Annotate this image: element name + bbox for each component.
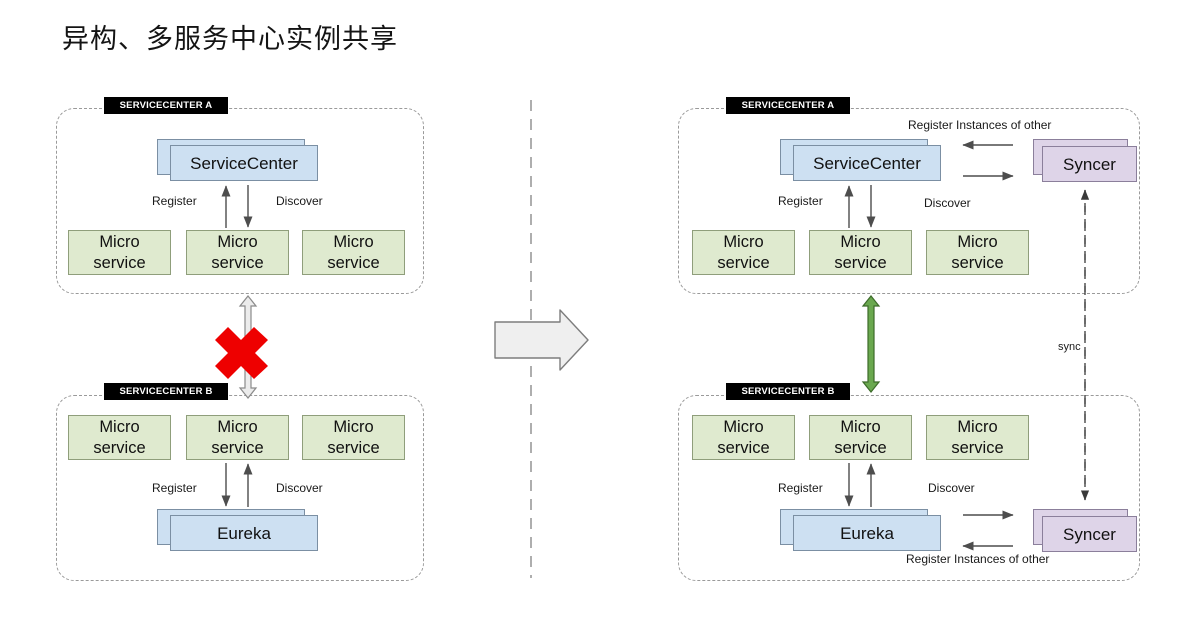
- right-zone-a-discover-label: Discover: [924, 196, 971, 210]
- right-zone-b-syncer-label: Register Instances of other: [906, 552, 1050, 566]
- right-syncer-top-node[interactable]: Syncer: [1042, 146, 1137, 182]
- right-zone-a-microservice-1[interactable]: Micro service: [692, 230, 795, 275]
- right-zone-a-container: [678, 108, 1140, 294]
- right-zone-b-microservice-1[interactable]: Micro service: [692, 415, 795, 460]
- left-eureka-node[interactable]: Eureka: [170, 515, 318, 551]
- right-zone-a-syncer-label: Register Instances of other: [908, 118, 1052, 132]
- left-zone-b-microservice-3[interactable]: Micro service: [302, 415, 405, 460]
- left-zone-a-badge: SERVICECENTER A: [104, 97, 228, 114]
- left-blocked-link-arrow: [238, 295, 258, 399]
- right-zone-b-badge: SERVICECENTER B: [726, 383, 850, 400]
- right-syncer-bottom-node[interactable]: Syncer: [1042, 516, 1137, 552]
- left-zone-a-container: [56, 108, 424, 294]
- red-cross-icon: [215, 327, 268, 379]
- left-zone-a-discover-label: Discover: [276, 194, 323, 208]
- right-zone-a-register-label: Register: [778, 194, 823, 208]
- left-zone-a-microservice-3[interactable]: Micro service: [302, 230, 405, 275]
- left-servicecenter-node[interactable]: ServiceCenter: [170, 145, 318, 181]
- right-zone-b-register-label: Register: [778, 481, 823, 495]
- left-zone-b-register-label: Register: [152, 481, 197, 495]
- right-zone-a-microservice-3[interactable]: Micro service: [926, 230, 1029, 275]
- right-zone-b-container: [678, 395, 1140, 581]
- left-zone-a-microservice-2[interactable]: Micro service: [186, 230, 289, 275]
- transition-arrow-icon: [494, 309, 589, 371]
- right-zone-b-discover-label: Discover: [928, 481, 975, 495]
- right-green-link-arrow: [861, 295, 881, 393]
- sync-label: sync: [1058, 341, 1081, 353]
- left-zone-b-badge: SERVICECENTER B: [104, 383, 228, 400]
- right-eureka-node[interactable]: Eureka: [793, 515, 941, 551]
- left-zone-b-microservice-2[interactable]: Micro service: [186, 415, 289, 460]
- right-zone-a-badge: SERVICECENTER A: [726, 97, 850, 114]
- left-zone-a-microservice-1[interactable]: Micro service: [68, 230, 171, 275]
- right-zone-b-microservice-3[interactable]: Micro service: [926, 415, 1029, 460]
- right-servicecenter-node[interactable]: ServiceCenter: [793, 145, 941, 181]
- left-zone-b-microservice-1[interactable]: Micro service: [68, 415, 171, 460]
- right-zone-b-microservice-2[interactable]: Micro service: [809, 415, 912, 460]
- right-zone-a-microservice-2[interactable]: Micro service: [809, 230, 912, 275]
- left-zone-b-discover-label: Discover: [276, 481, 323, 495]
- left-zone-a-register-label: Register: [152, 194, 197, 208]
- page-title: 异构、多服务中心实例共享: [62, 24, 398, 54]
